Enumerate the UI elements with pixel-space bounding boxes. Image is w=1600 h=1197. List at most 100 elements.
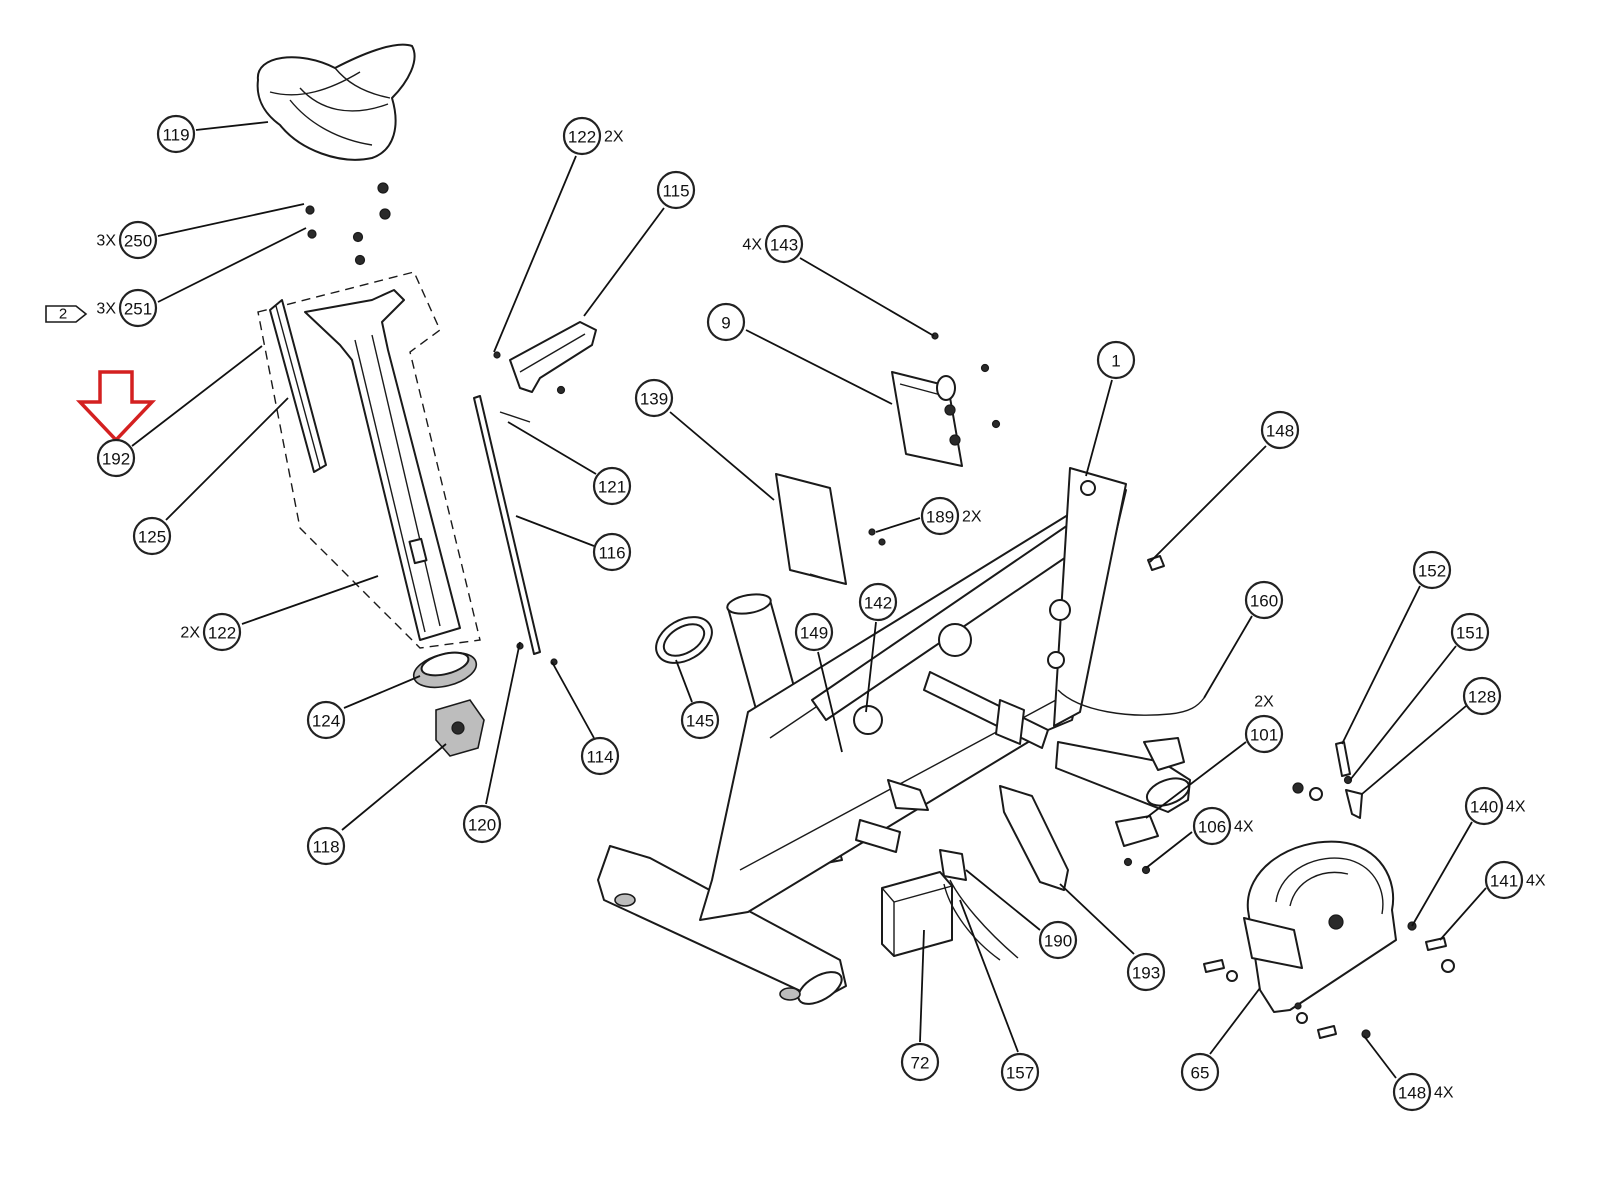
callout-121[interactable]: 121 (592, 466, 632, 506)
callout-quantity: 4X (1526, 873, 1546, 890)
callout-number: 128 (1468, 688, 1496, 707)
callout-number: 116 (598, 544, 625, 563)
callout-ring (1000, 1052, 1040, 1092)
callout-ring (118, 220, 158, 260)
callout-ring (1260, 410, 1300, 450)
callout-151[interactable]: 151 (1450, 612, 1490, 652)
leader-line-116 (515, 515, 595, 547)
callout-number: 148 (1398, 1084, 1426, 1103)
leader-line-250 (157, 203, 305, 237)
leader-line-115 (583, 207, 665, 317)
callout-193[interactable]: 193 (1126, 952, 1166, 992)
callout-ring (1450, 612, 1490, 652)
callout-116[interactable]: 116 (592, 532, 632, 572)
callout-number: 122 (568, 128, 596, 147)
callout-number: 125 (138, 528, 166, 547)
callout-141[interactable]: 141 4X (1484, 860, 1546, 900)
callout-quantity: 3X (96, 301, 116, 318)
callout-145[interactable]: 145 (680, 700, 720, 740)
callout-124[interactable]: 124 (306, 700, 346, 740)
callout-72[interactable]: 72 (900, 1042, 940, 1082)
callout-number: 140 (1470, 798, 1498, 817)
callout-number: 124 (312, 712, 340, 731)
callout-9[interactable]: 9 (706, 302, 746, 342)
callout-quantity: 2X (180, 625, 200, 642)
callout-ring (1180, 1052, 1220, 1092)
callout-157[interactable]: 157 (1000, 1052, 1040, 1092)
callout-ring (592, 532, 632, 572)
callout-quantity: 4X (742, 237, 762, 254)
callout-128[interactable]: 128 (1462, 676, 1502, 716)
callout-number: 149 (800, 624, 828, 643)
callout-ring (1464, 786, 1504, 826)
callout-quantity: 2X (962, 509, 982, 526)
leader-line-160 (1203, 615, 1253, 699)
callout-number: 190 (1044, 932, 1072, 951)
callout-ring (656, 170, 696, 210)
callout-140[interactable]: 140 4X (1464, 786, 1526, 826)
callout-ring (1462, 676, 1502, 716)
callout-number: 114 (586, 748, 613, 767)
callout-ring (900, 1042, 940, 1082)
callout-ring (1096, 340, 1136, 380)
callout-ring (462, 804, 502, 844)
leader-line-151 (1349, 645, 1457, 781)
callout-192[interactable]: 192 (96, 438, 136, 478)
callout-ring (1126, 952, 1166, 992)
callout-ring (920, 496, 960, 536)
leader-line-145 (675, 659, 693, 703)
callout-number: 250 (124, 232, 152, 251)
callout-148a[interactable]: 148 (1260, 410, 1300, 450)
callout-ring (306, 700, 346, 740)
callout-number: 119 (162, 126, 189, 145)
note-flag-label: 2 (59, 306, 67, 323)
callout-125[interactable]: 125 (132, 516, 172, 556)
callout-ring (202, 612, 242, 652)
cable-part (1057, 689, 1205, 716)
callout-190[interactable]: 190 (1038, 920, 1078, 960)
brake-rod-part (473, 395, 558, 666)
plate-part (775, 473, 847, 585)
callout-118[interactable]: 118 (306, 826, 346, 866)
leader-line-193 (1059, 883, 1135, 955)
callout-120[interactable]: 120 (462, 804, 502, 844)
leader-line-142 (865, 621, 877, 713)
callout-number: 106 (1198, 818, 1226, 837)
callout-139[interactable]: 139 (634, 378, 674, 418)
callout-160[interactable]: 160 (1244, 580, 1284, 620)
leader-line-189 (875, 517, 921, 533)
callout-114[interactable]: 114 (580, 736, 620, 776)
callout-142[interactable]: 142 (858, 582, 898, 622)
callout-number: 157 (1006, 1064, 1034, 1083)
callout-number: 120 (468, 816, 496, 835)
callout-119[interactable]: 119 (156, 114, 196, 154)
flywheel-part (1243, 840, 1397, 1013)
callout-65[interactable]: 65 (1180, 1052, 1220, 1092)
leader-line-139 (669, 411, 775, 501)
callout-number: 65 (1191, 1064, 1210, 1083)
callout-ring (156, 114, 196, 154)
leader-line-106 (1145, 831, 1193, 869)
callout-149[interactable]: 149 (794, 612, 834, 652)
callout-number: 151 (1456, 624, 1484, 643)
callout-115[interactable]: 115 (656, 170, 696, 210)
leader-line-251 (157, 227, 307, 303)
seat-hardware (305, 182, 391, 266)
callout-number: 141 (1490, 872, 1518, 891)
console-bracket-part (891, 332, 1001, 467)
callout-1[interactable]: 1 (1096, 340, 1136, 380)
callout-152[interactable]: 152 (1412, 550, 1452, 590)
callout-number: 142 (864, 594, 892, 613)
bracket-part (1292, 741, 1363, 819)
callout-quantity: 4X (1506, 799, 1526, 816)
